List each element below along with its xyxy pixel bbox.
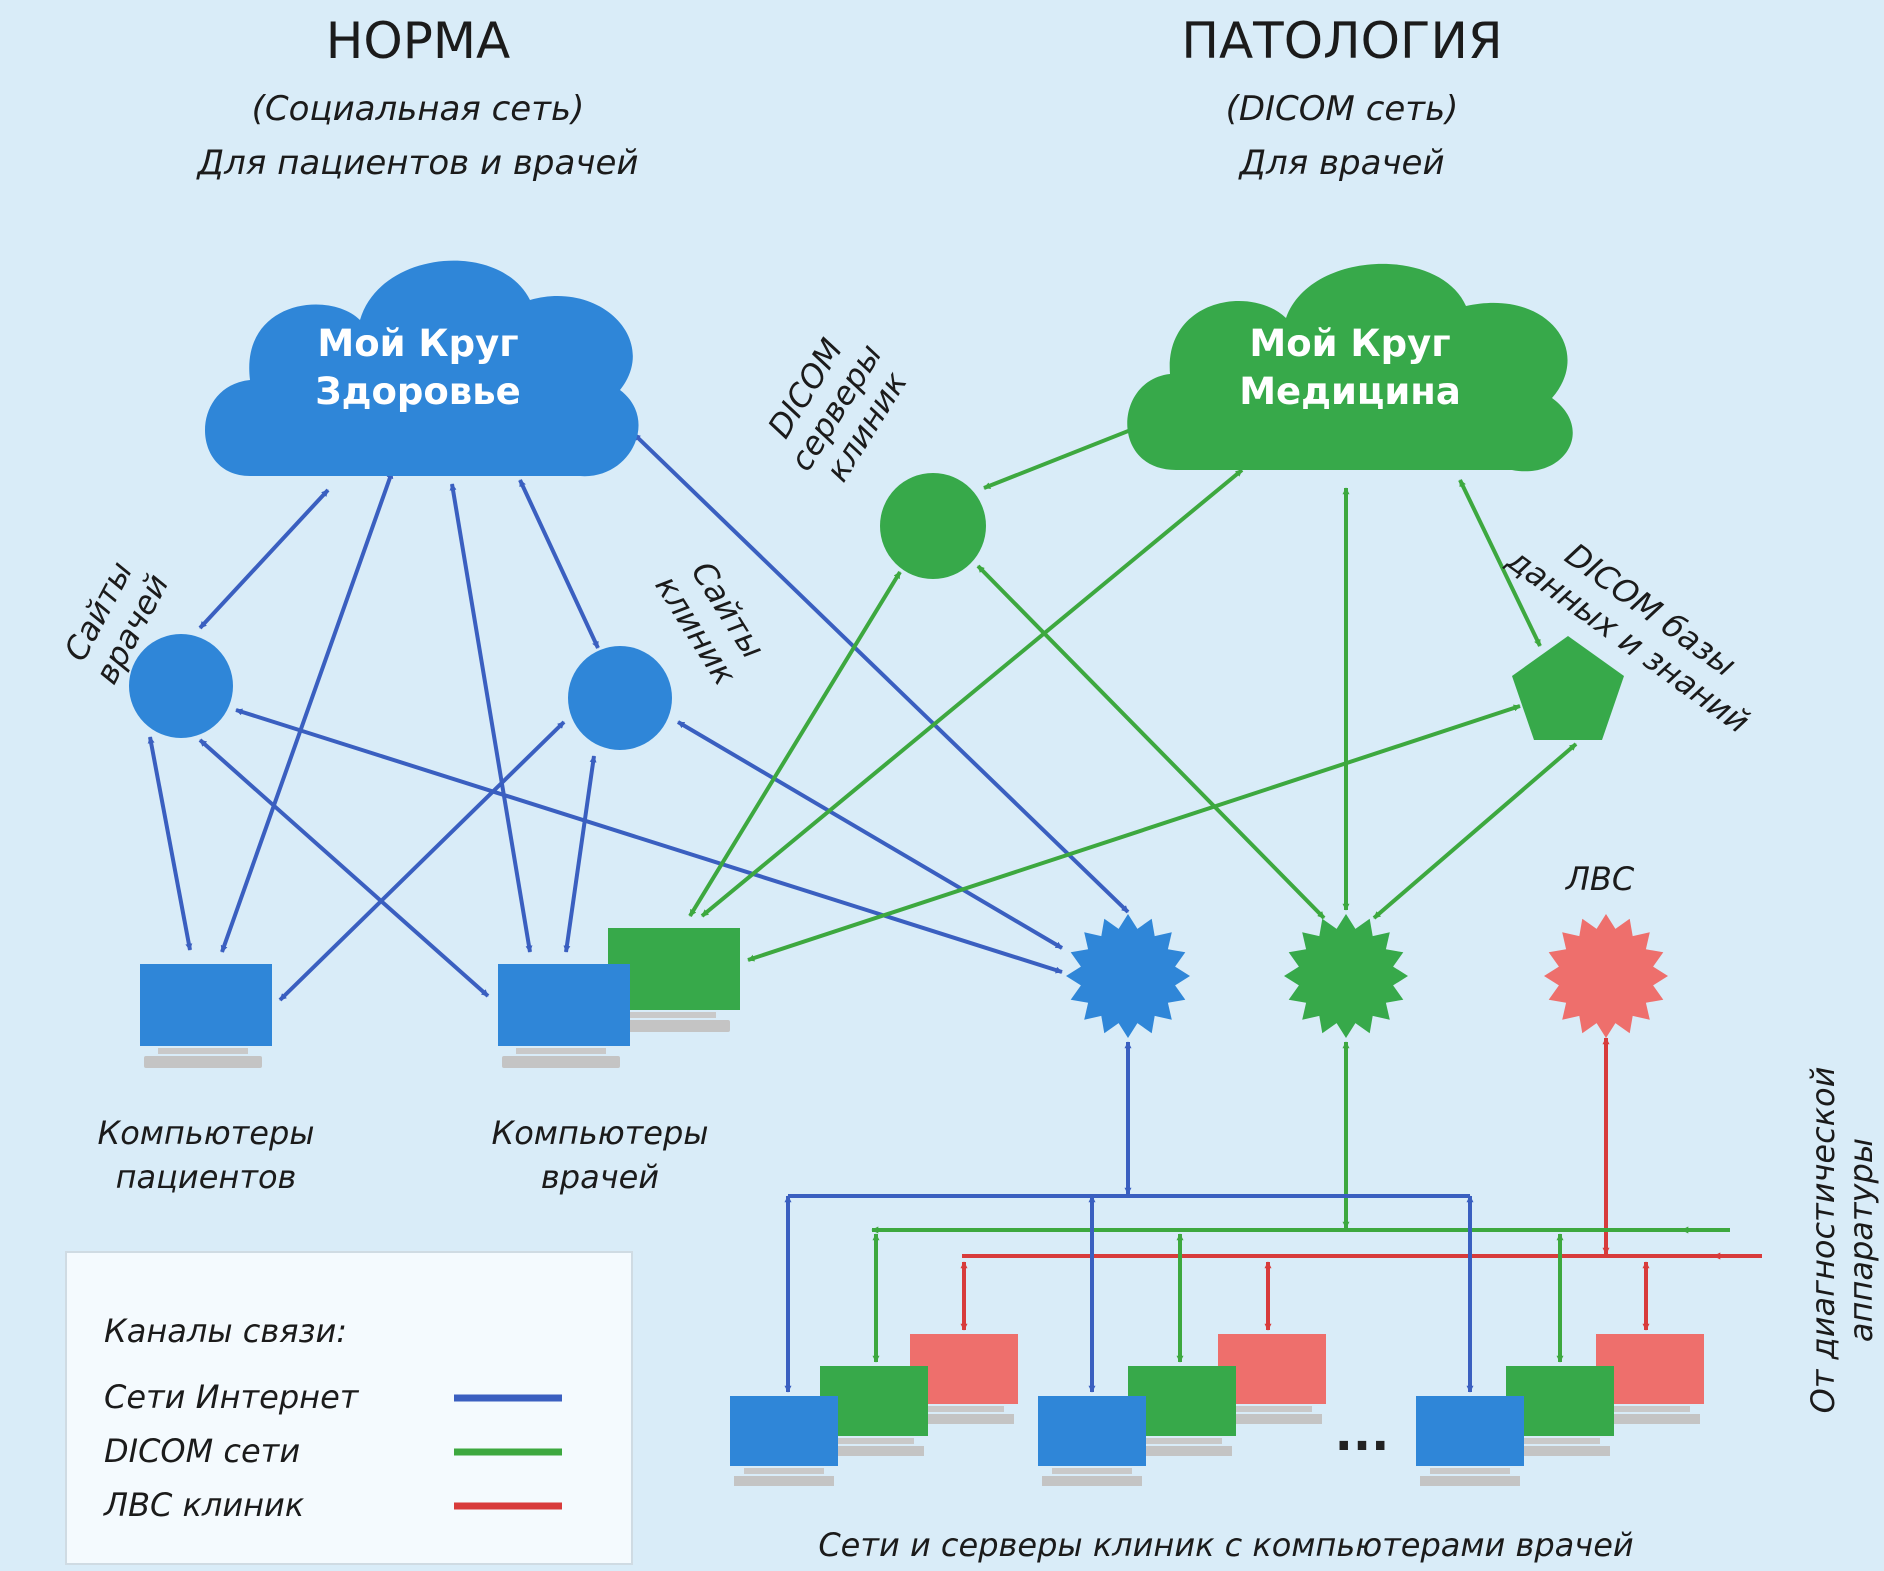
cloud-medicine-line2: Медицина [1239, 370, 1461, 413]
internet-link [676, 720, 1064, 950]
svg-text:От диагностической: От диагностической [1804, 1067, 1842, 1414]
patients-computers-label-1: Компьютеры [97, 1114, 314, 1152]
clinic-server-internet-node [1066, 914, 1190, 1038]
internet-link [147, 736, 193, 951]
clinic-sites-label: Сайты клиник [648, 555, 773, 693]
internet-link [278, 720, 566, 1002]
lan-label: ЛВС [1565, 860, 1635, 898]
pathology-subtitle-2: Для врачей [1237, 143, 1444, 183]
internet-link [198, 738, 490, 998]
pathology-subtitle: (DICOM сеть) [1226, 89, 1459, 129]
legend: Каналы связи: Сети Интернет DICOM сети Л… [65, 1251, 633, 1565]
bottom-caption: Сети и серверы клиник с компьютерами вра… [818, 1526, 1633, 1564]
patients-computer [140, 964, 272, 1068]
pathology-title: ПАТОЛОГИЯ [1181, 12, 1502, 70]
doctor-sites-node [129, 634, 233, 738]
cloud-health: Мой Круг Здоровье [205, 260, 639, 477]
internet-link [198, 488, 330, 630]
dicom-link [1458, 479, 1542, 647]
norm-title: НОРМА [326, 12, 510, 70]
legend-item-dicom: DICOM сети [104, 1432, 300, 1470]
clinic-internet-computer [1038, 1396, 1146, 1486]
legend-title: Каналы связи: [104, 1312, 347, 1350]
dicom-db-node [1512, 636, 1624, 740]
internet-link [518, 479, 600, 649]
dicom-servers-label: DICOM серверы клиник [760, 332, 915, 488]
diagnostic-label: От диагностической аппаратуры [1804, 1067, 1880, 1414]
dicom-servers-node [880, 473, 986, 579]
norm-subtitle: (Социальная сеть) [252, 89, 585, 129]
norm-subtitle-2: Для пациентов и врачей [196, 143, 639, 183]
clinic-sites-node [568, 646, 672, 750]
cloud-health-line2: Здоровье [315, 370, 520, 413]
doctors-computers-label-1: Компьютеры [491, 1114, 708, 1152]
cloud-medicine: Мой Круг Медицина [1127, 263, 1573, 472]
lan-node [1544, 914, 1668, 1038]
patients-computers-label-2: пациентов [116, 1158, 297, 1196]
clinic-internet-computer [730, 1396, 838, 1486]
svg-text:аппаратуры: аппаратуры [1842, 1138, 1880, 1342]
clinic-internet-computer [1416, 1396, 1524, 1486]
ellipsis: ... [1335, 1406, 1390, 1462]
legend-item-lan: ЛВС клиник [103, 1486, 305, 1524]
dicom-link [1372, 742, 1578, 920]
legend-item-internet: Сети Интернет [104, 1378, 360, 1416]
internet-link [449, 483, 533, 953]
cloud-medicine-line1: Мой Круг [1249, 322, 1450, 365]
internet-link [563, 755, 597, 953]
doctors-computer-blue [498, 964, 630, 1068]
cloud-health-line1: Мой Круг [317, 322, 518, 365]
clinic-server-dicom-node [1284, 914, 1408, 1038]
doctors-computers-label-2: врачей [541, 1158, 659, 1196]
